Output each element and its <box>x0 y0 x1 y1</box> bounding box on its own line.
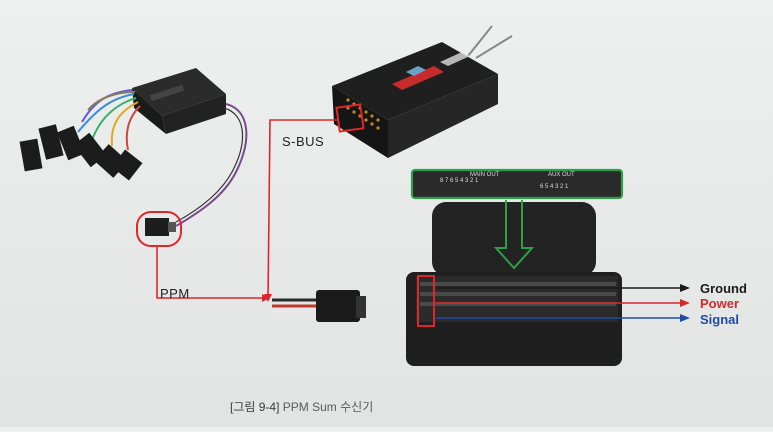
ground-label: Ground <box>700 281 747 296</box>
figure-caption: [그림 9-4] PPM Sum 수신기 <box>230 398 373 415</box>
arrow-head-sbus <box>264 294 272 302</box>
figure-title: PPM Sum 수신기 <box>279 400 374 414</box>
signal-label: Signal <box>700 312 740 327</box>
aux-out-label: AUX OUT <box>548 172 575 178</box>
output-label-panel <box>410 168 624 200</box>
signal-routing-lines <box>156 119 338 301</box>
ppm-cable <box>175 103 248 227</box>
sbus-label: S-BUS <box>282 134 325 149</box>
rc-receiver <box>332 25 513 158</box>
ppm-encoder-module <box>132 68 226 134</box>
servo-connectors <box>19 124 143 181</box>
main-out-numbers: 8 7 6 5 4 3 2 1 <box>440 178 479 184</box>
green-down-arrow <box>493 200 535 270</box>
ppm-label: PPM <box>160 286 190 301</box>
aux-out-numbers: 6 5 4 3 2 1 <box>540 184 569 190</box>
rc-input-pins-highlight <box>417 275 435 327</box>
servo-wires <box>77 89 141 151</box>
input-plug <box>272 290 366 322</box>
flight-controller <box>406 202 622 366</box>
power-label: Power <box>700 296 740 311</box>
main-out-label: MAIN OUT <box>470 172 500 178</box>
figure-number: [그림 9-4] <box>230 400 280 414</box>
wire-arrows <box>436 284 690 322</box>
ppm-connector-highlight <box>136 211 182 247</box>
